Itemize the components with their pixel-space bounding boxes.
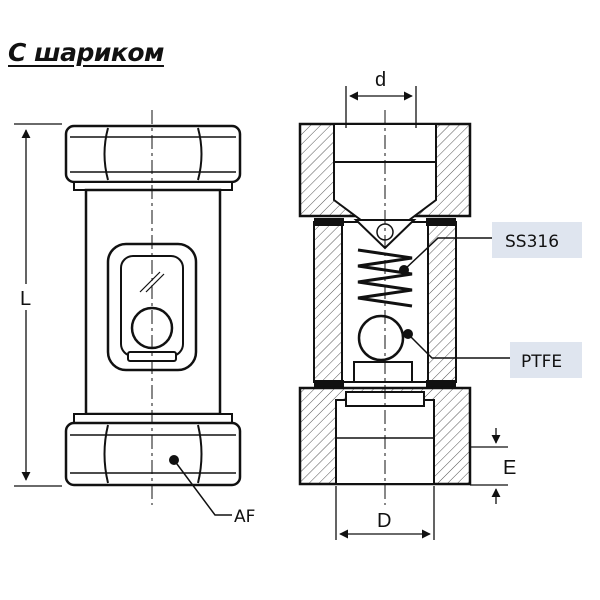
- ball-callout: PTFE: [403, 329, 582, 378]
- bore-label: d: [375, 69, 386, 91]
- page-title: С шариком: [8, 38, 164, 67]
- thread-dimension: [470, 428, 508, 504]
- thread-label: E: [503, 457, 516, 479]
- valve-cross-section: [298, 110, 472, 505]
- outer-dimension: [335, 486, 435, 540]
- spring-callout: SS316: [399, 222, 582, 275]
- spring-material-label: SS316: [505, 232, 559, 252]
- bottom-hex-nut: [64, 421, 242, 487]
- length-label: L: [20, 288, 31, 310]
- ball-material-label: PTFE: [521, 352, 562, 372]
- valve-exterior-view: [64, 110, 242, 516]
- across-flats-label: AF: [234, 507, 255, 527]
- bore-dimension: [345, 86, 417, 128]
- outer-label: D: [377, 510, 391, 532]
- top-hex-nut: [64, 124, 242, 184]
- ball-icon: [357, 314, 405, 362]
